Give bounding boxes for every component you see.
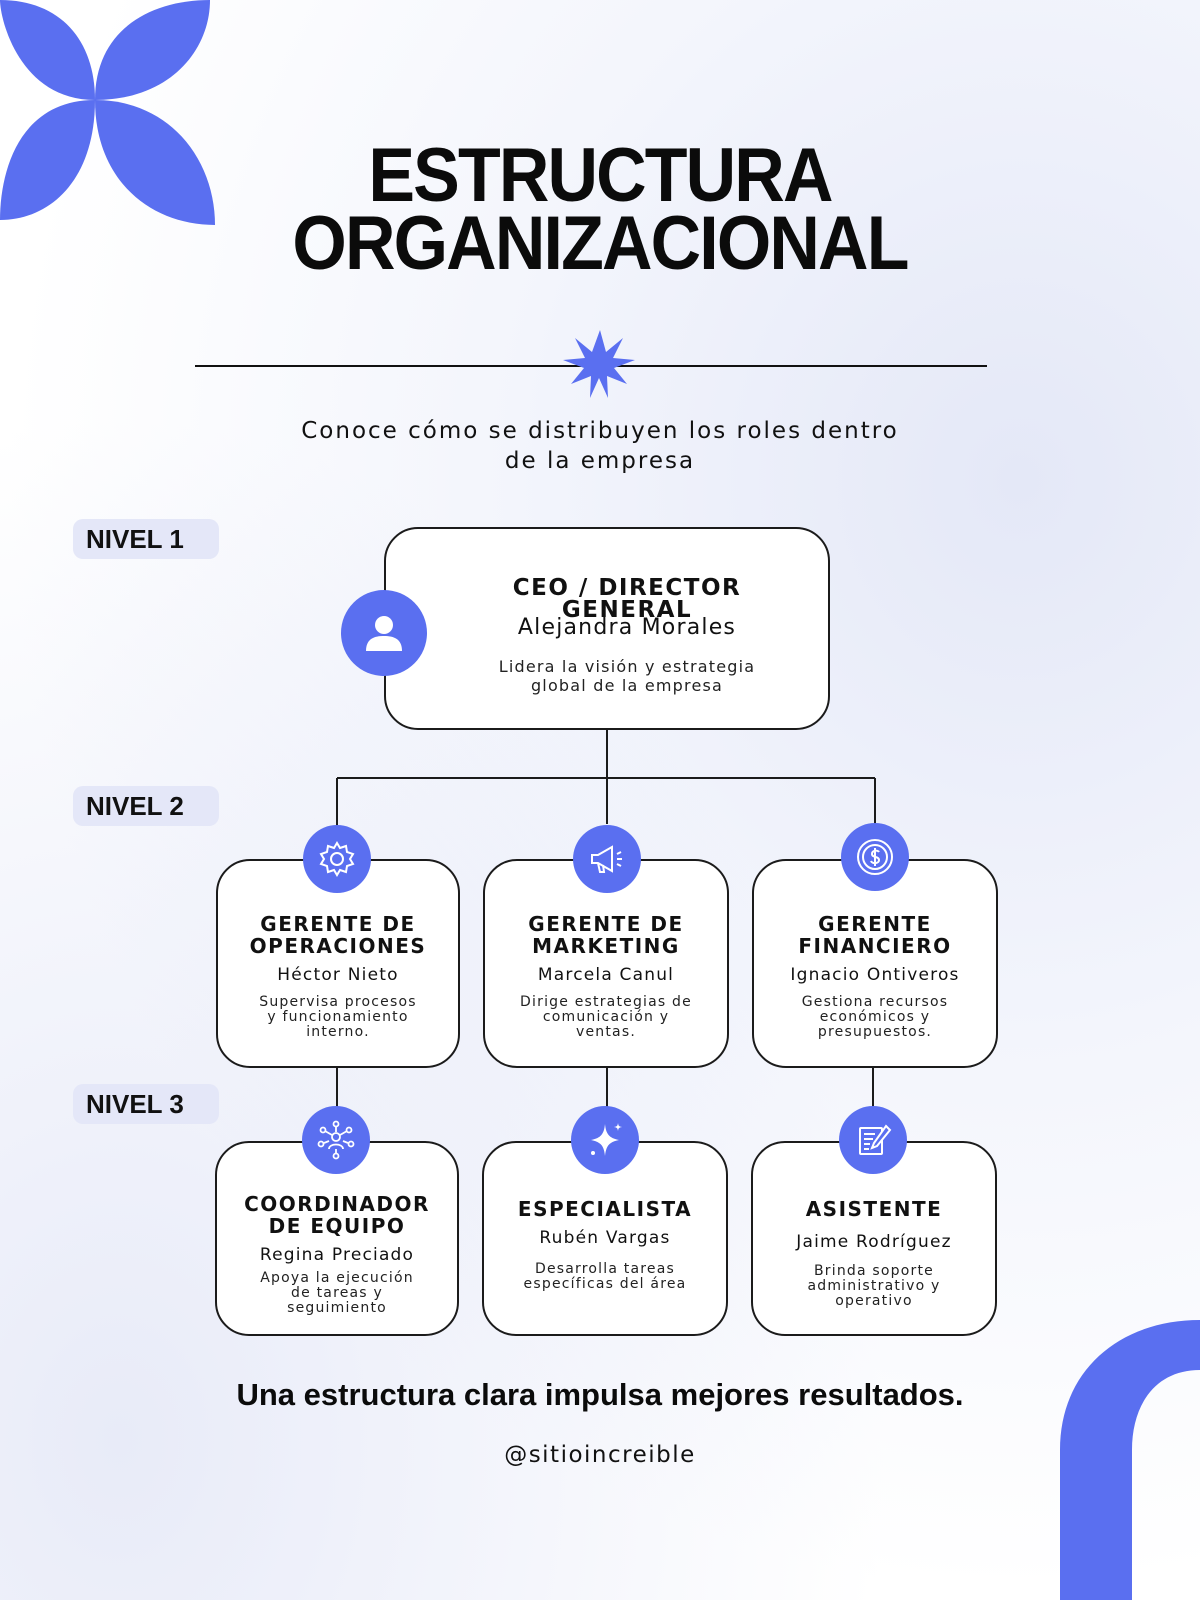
social-handle[interactable]: @sitioincreible (504, 1442, 696, 1468)
ceo-desc-line: Lidera la visión y estrategia (498, 657, 756, 676)
footer-tagline: Una estructura clara impulsa mejores res… (236, 1377, 964, 1412)
user-icon (366, 616, 402, 651)
person-name: Regina Preciado (259, 1245, 415, 1265)
desc-line: presupuestos. (817, 1024, 933, 1040)
coordinator-icon-badge (302, 1106, 370, 1174)
person-name: Rubén Vargas (539, 1228, 671, 1248)
role-line: DE EQUIPO (268, 1214, 406, 1238)
desc-line: Apoya la ejecución (260, 1270, 414, 1286)
operations-icon-badge (303, 825, 371, 893)
subtitle-line1: Conoce cómo se distribuyen los roles den… (301, 418, 899, 444)
role-line: MARKETING (532, 934, 680, 958)
level2-card-marketing: GERENTE DE MARKETING Marcela Canul Dirig… (483, 859, 729, 1068)
level3-card-coordinator: COORDINADOR DE EQUIPO Regina Preciado Ap… (215, 1141, 459, 1336)
marketing-icon-badge (573, 825, 641, 893)
desc-line: seguimiento (287, 1300, 387, 1316)
ceo-name: Alejandra Morales (517, 615, 737, 640)
dollar-coin-icon (857, 839, 893, 875)
ceo-role: CEO / DIRECTOR GENERAL (512, 575, 742, 623)
petal-decoration (0, 0, 215, 225)
subtitle: Conoce cómo se distribuyen los roles den… (200, 416, 1000, 476)
role-line: COORDINADOR (244, 1192, 430, 1216)
desc-line: específicas del área (523, 1276, 687, 1292)
person-name: Jaime Rodríguez (796, 1232, 952, 1252)
star-icon (563, 330, 635, 398)
star-divider (195, 330, 987, 398)
desc-line: económicos y (819, 1009, 931, 1025)
role-line: FINANCIERO (798, 934, 952, 958)
desc-line: y funcionamiento (267, 1009, 409, 1025)
megaphone-icon (591, 845, 622, 873)
page-title-line2: ORGANIZACIONAL (292, 201, 909, 286)
role-line: GERENTE DE (528, 912, 684, 936)
desc-line: administrativo y (807, 1278, 941, 1294)
person-name: Ignacio Ontiveros (790, 965, 960, 985)
ceo-desc: Lidera la visión y estrategia global de … (446, 657, 808, 695)
desc-line: ventas. (576, 1024, 636, 1040)
team-network-icon (317, 1120, 355, 1160)
role-line: GERENTE DE (260, 912, 416, 936)
gear-icon (319, 841, 355, 877)
ceo-card: CEO / DIRECTOR GENERAL Alejandra Morales… (384, 527, 830, 730)
ceo-avatar (341, 590, 427, 676)
finance-icon-badge (841, 823, 909, 891)
person-name: Héctor Nieto (277, 965, 399, 985)
desc-line: Brinda soporte (813, 1263, 934, 1279)
desc-line: Gestiona recursos (801, 994, 949, 1010)
arch-decoration (1060, 1320, 1200, 1600)
page-title-line1: ESTRUCTURA (368, 133, 833, 218)
desc-line: Dirige estrategias de (520, 994, 692, 1010)
subtitle-line2: de la empresa (504, 448, 696, 474)
role-line: ESPECIALISTA (517, 1197, 693, 1221)
level2-card-finance: GERENTE FINANCIERO Ignacio Ontiveros Ges… (752, 859, 998, 1068)
role-line: OPERACIONES (249, 934, 427, 958)
role-line: ASISTENTE (805, 1197, 943, 1221)
assistant-icon-badge (839, 1106, 907, 1174)
level-badge-2: NIVEL 2 (73, 786, 219, 826)
sparkle-icon (591, 1123, 622, 1156)
desc-line: comunicación y (542, 1009, 670, 1025)
level-badge-3: NIVEL 3 (73, 1084, 219, 1124)
role-line: GERENTE (818, 912, 932, 936)
person-name: Marcela Canul (537, 965, 675, 985)
level-badge-1: NIVEL 1 (73, 519, 219, 559)
desc-line: Desarrolla tareas (534, 1261, 675, 1277)
specialist-icon-badge (571, 1106, 639, 1174)
desc-line: interno. (306, 1024, 370, 1040)
desc-line: Supervisa procesos (259, 994, 417, 1010)
desc-line: operativo (835, 1293, 913, 1309)
ceo-desc-line: global de la empresa (530, 676, 724, 695)
document-pen-icon (859, 1124, 892, 1155)
desc-line: de tareas y (291, 1285, 383, 1301)
